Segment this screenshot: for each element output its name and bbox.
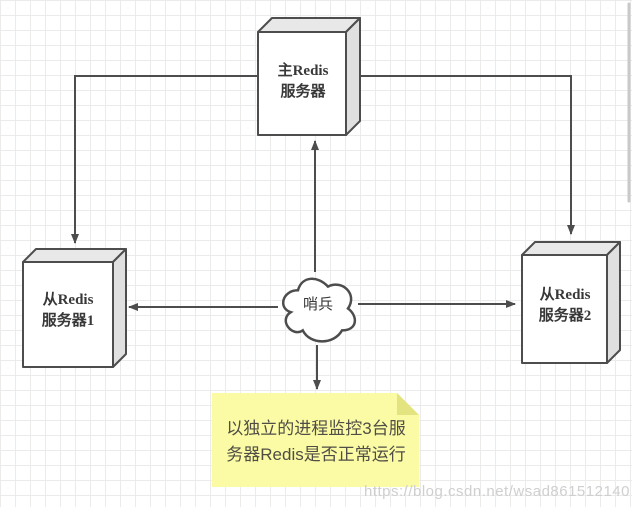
master-box-top-face: [257, 17, 361, 33]
master-box-front-face: [257, 31, 347, 136]
slave1-box-top-face: [22, 248, 127, 263]
sentinel-label: 哨兵: [302, 296, 333, 313]
slave2-box-front-face: [521, 254, 608, 364]
slave2-box-top-face: [521, 241, 621, 256]
master-server-label: 主Redis 服务器: [277, 63, 329, 100]
master-server-box: [257, 17, 361, 136]
sticky-note-fold: [397, 393, 419, 415]
slave1-server-label: 从Redis 服务器1: [41, 292, 95, 329]
arrow-master-to-slave2: [346, 75, 575, 235]
sticky-note-text: 以独立的进程监控3台服 务器Redis是否正常运行: [226, 419, 406, 464]
sticky-note-body: [212, 393, 419, 487]
sticky-note: [212, 393, 419, 487]
slave1-server-box: [22, 248, 127, 368]
slave2-server-label: 从Redis 服务器2: [538, 287, 592, 324]
slave2-server-box: [521, 241, 621, 364]
slave1-box-front-face: [22, 261, 114, 368]
watermark-url: https://blog.csdn.net/wsad861512140: [363, 483, 630, 500]
arrow-master-to-slave1: [71, 75, 258, 244]
sentinel-cloud: [281, 277, 356, 343]
